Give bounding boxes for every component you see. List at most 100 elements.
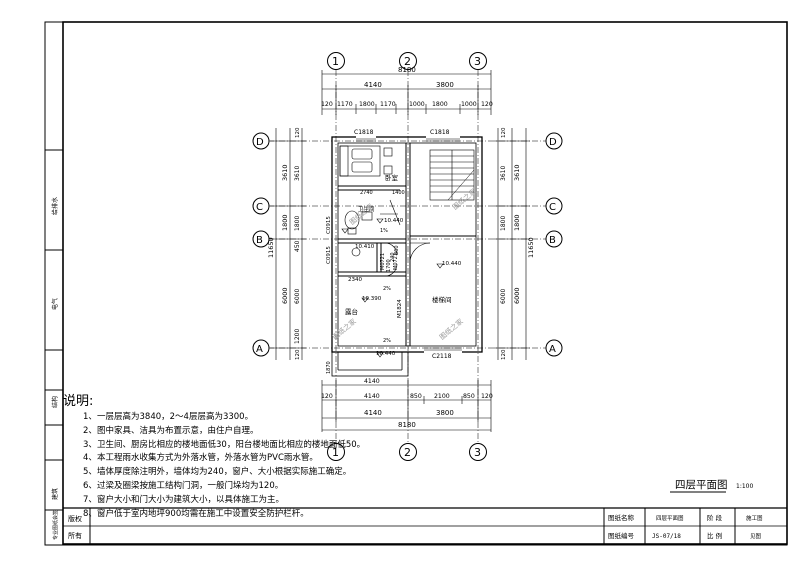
axis-label-A-left: A bbox=[256, 344, 263, 355]
dim-top-d3: 1170 bbox=[380, 101, 396, 108]
door-label-m1824: M1824 bbox=[397, 299, 403, 318]
axis-label-B-left: B bbox=[256, 235, 263, 246]
dim-left-span-1: 3610 bbox=[281, 164, 289, 181]
misc-dim-1870: 1870 bbox=[326, 361, 332, 374]
bed bbox=[339, 145, 393, 177]
note-item: 8、窗户低于室内地坪900均需在施工中设置安全防护栏杆。 bbox=[83, 508, 309, 519]
level-4: 10.440 bbox=[442, 261, 462, 267]
doors bbox=[384, 242, 431, 277]
dim-top-d5: 1800 bbox=[432, 101, 448, 108]
misc-dim-1400: 1400 bbox=[392, 190, 405, 196]
note-text-5: 墙体厚度除注明外，墙体均为240，窗户、大小根据实际施工确定。 bbox=[97, 467, 352, 478]
level-1: 10.410 bbox=[355, 244, 375, 250]
stage-value: 施工图 bbox=[746, 514, 763, 522]
notes-list: 1、一层层高为3840，2～4层层高为3300。 2、图中家具、洁具为布置示意，… bbox=[63, 411, 563, 521]
sidebar-label-arch: 建筑 bbox=[51, 488, 59, 500]
dim-left-small-0: 120 bbox=[295, 127, 301, 138]
note-item: 1、一层层高为3840，2～4层层高为3300。 bbox=[83, 412, 254, 422]
drawing-name-label: 图纸名称 bbox=[608, 513, 635, 522]
sidebar-strip: 给排水 电气 结构 建筑 专业图纸会签 bbox=[45, 149, 63, 540]
dim-right-small-1: 120 bbox=[501, 349, 507, 360]
note-text-2: 图中家具、洁具为布置示意，由住户自理。 bbox=[97, 425, 259, 436]
dim-right-span-3: 6000 bbox=[513, 287, 521, 304]
balcony-ledge bbox=[331, 351, 409, 377]
dim-bottom-d4: 850 bbox=[463, 393, 475, 400]
misc-slope-2: 2% bbox=[383, 338, 391, 344]
dim-left-span-2: 1800 bbox=[281, 214, 289, 231]
dim-left-span-3: 6000 bbox=[281, 287, 289, 304]
dim-left-d1: 1800 bbox=[294, 216, 301, 231]
note-item: 5、墙体厚度除注明外，墙体均为240，窗户、大小根据实际施工确定。 bbox=[83, 467, 352, 478]
design-notes: 说明: 1、一层层高为3840，2～4层层高为3300。 2、图中家具、洁具为布… bbox=[63, 390, 563, 521]
dim-top-d6: 1000 bbox=[461, 101, 477, 108]
drawing-name-value: 四层平面图 bbox=[656, 514, 684, 522]
dim-bottom-d5: 120 bbox=[481, 393, 493, 400]
dim-left-d4: 1200 bbox=[294, 329, 301, 344]
dim-left-d2: 450 bbox=[294, 240, 301, 252]
dim-left-d3: 6000 bbox=[294, 289, 301, 304]
axis-label-1-bottom: 1 bbox=[332, 446, 339, 459]
dim-right-span-2: 1800 bbox=[513, 214, 521, 231]
dimensions-left: 11650 3610 1800 6000 3610 1800 450 6000 … bbox=[267, 127, 306, 360]
axis-label-B-right: B bbox=[549, 235, 556, 246]
dim-top-d1: 1170 bbox=[337, 101, 353, 108]
watermark-1: 图纸之家 bbox=[331, 317, 358, 342]
note-text-1: 一层层高为3840，2～4层层高为3300。 bbox=[97, 412, 254, 422]
door-label-m0721-a: M0721 bbox=[380, 253, 386, 270]
watermark-3: 图纸之家 bbox=[451, 187, 478, 212]
axis-label-2-bottom: 2 bbox=[404, 446, 411, 459]
dim-right-span-1: 3610 bbox=[513, 164, 521, 181]
dim-bottom-d1: 4140 bbox=[364, 393, 380, 400]
floor-plan: 1 1 2 2 3 3 D D C bbox=[252, 52, 563, 461]
dim-left-overall: 11650 bbox=[267, 237, 275, 258]
notes-heading: 说明: bbox=[63, 394, 94, 409]
window-label-c1818-a: C1818 bbox=[354, 129, 374, 136]
sidebar-label-electric: 电气 bbox=[51, 298, 59, 310]
misc-dim-2740: 2740 bbox=[360, 190, 373, 196]
dim-top-d7: 120 bbox=[481, 101, 493, 108]
dim-right-d1: 1800 bbox=[500, 216, 507, 231]
watermark-2: 图纸之家 bbox=[438, 317, 465, 342]
misc-slope-1: 2% bbox=[383, 286, 391, 292]
window-label-c0915-b: C0915 bbox=[326, 246, 332, 264]
note-item: 4、本工程雨水收集方式为外落水管，外落水管为PVC雨水管。 bbox=[83, 453, 318, 464]
axis-label-A-right: A bbox=[549, 344, 556, 355]
window-label-c1818-b: C1818 bbox=[430, 129, 450, 136]
axis-label-1-top: 1 bbox=[332, 55, 339, 68]
note-item: 2、图中家具、洁具为布置示意，由住户自理。 bbox=[83, 425, 259, 436]
note-item: 3、卫生间、厨房比相应的楼地面低30，阳台楼地面比相应的楼地面低50。 bbox=[83, 439, 366, 450]
drawing-title: 四层平面图 bbox=[675, 479, 728, 491]
stair bbox=[429, 149, 475, 201]
axis-label-D-right: D bbox=[549, 137, 557, 148]
axis-label-2-top: 2 bbox=[404, 55, 411, 68]
dim-top-d2: 1800 bbox=[359, 101, 375, 108]
window-label-c2118: C2118 bbox=[432, 353, 452, 360]
stage-label: 阶 段 bbox=[707, 513, 723, 522]
dim-right-d2: 6000 bbox=[500, 289, 507, 304]
misc-dim-240: 240 bbox=[390, 252, 396, 262]
misc-dim-1700: 1700 bbox=[386, 259, 392, 272]
axis-label-C-right: C bbox=[549, 202, 556, 213]
sidebar-bottom-label: 专业图纸会签 bbox=[52, 510, 59, 540]
interior-walls bbox=[338, 143, 476, 346]
misc-slope-3: 1% bbox=[380, 228, 388, 234]
sidebar-label-structure: 结构 bbox=[51, 396, 59, 408]
dim-bottom-d3: 2100 bbox=[434, 393, 450, 400]
dim-bottom-d0: 120 bbox=[321, 393, 333, 400]
watermark-4: 图纸之家 bbox=[348, 202, 375, 227]
scale-label: 比 例 bbox=[707, 531, 722, 540]
misc-dim-2340: 2340 bbox=[348, 277, 362, 283]
dimensions-top: 8180 4140 3800 120 1170 1800 1170 1000 1… bbox=[321, 66, 493, 115]
note-item: 6、过梁及圈梁按施工结构门洞，一般门垛均为120。 bbox=[83, 480, 284, 491]
dim-bottom-overall: 8180 bbox=[398, 421, 416, 429]
dim-right-overall: 11650 bbox=[527, 237, 535, 258]
dim-top-span-1: 4140 bbox=[364, 81, 382, 89]
drawing-scale: 1:100 bbox=[736, 483, 753, 490]
sidebar-label-water: 给排水 bbox=[51, 197, 59, 215]
copyright-label-1: 版权 bbox=[68, 514, 82, 523]
drawing-no-value: JS-07/18 bbox=[652, 533, 681, 540]
bathroom-fixtures bbox=[344, 199, 401, 257]
dimensions-right: 3610 1800 6000 3610 1800 6000 11650 120 … bbox=[494, 127, 535, 360]
dim-top-d4: 1000 bbox=[409, 101, 425, 108]
